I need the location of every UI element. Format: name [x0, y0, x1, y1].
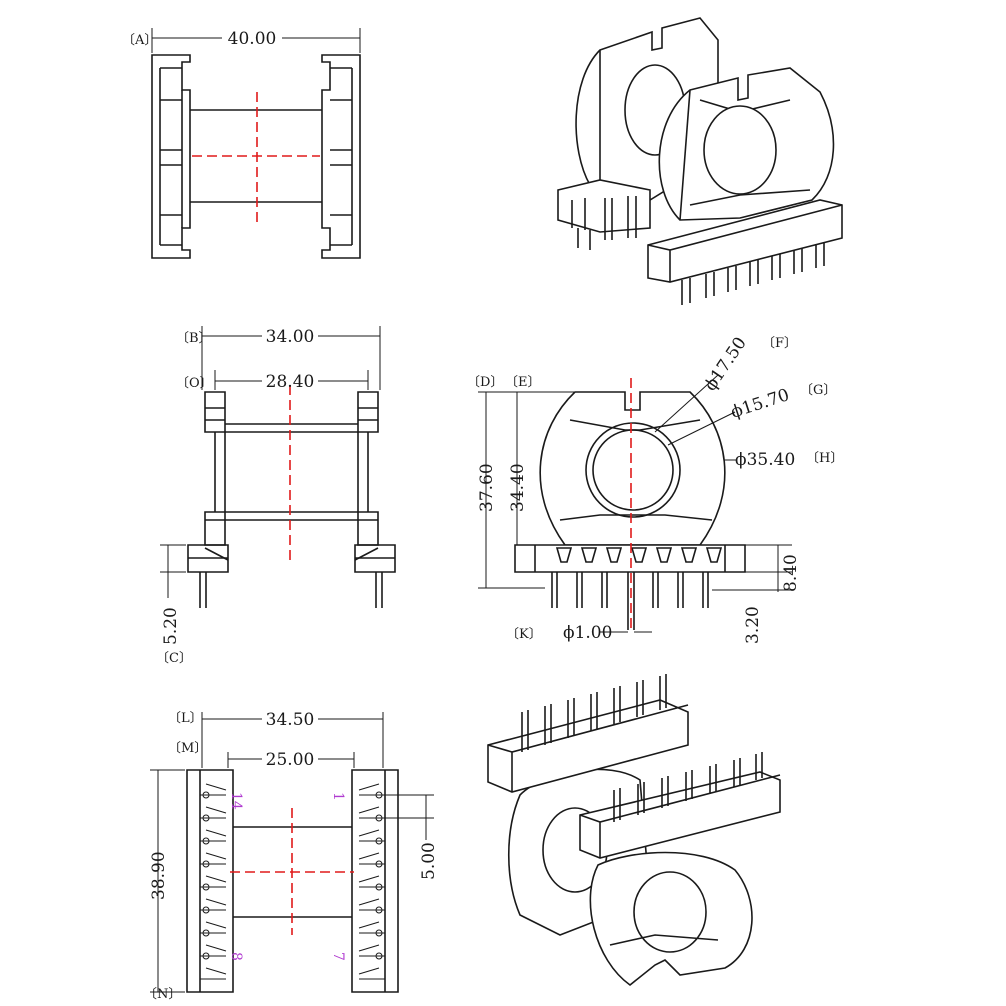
dim-a: 40.00 — [228, 29, 277, 49]
isometric-view-bottom — [487, 674, 781, 987]
pin-label-8: 8 — [228, 952, 244, 961]
pin-label-1: 1 — [330, 792, 346, 801]
tag-c: 〔C〕 — [156, 651, 192, 666]
pin-cells-left — [200, 783, 227, 980]
dim-l: 34.50 — [266, 710, 315, 730]
dim-pin-h: 8.40 — [781, 554, 801, 592]
tag-b: 〔B〕 — [176, 331, 212, 346]
dim-m: 25.00 — [266, 750, 315, 770]
dim-d: 37.60 — [477, 463, 497, 512]
dim-o: 28.40 — [266, 372, 315, 392]
dim-c: 5.20 — [161, 607, 181, 645]
dim-pitch: 5.00 — [419, 842, 439, 880]
tag-e: 〔E〕 — [505, 375, 541, 390]
dim-g: ϕ15.70 — [728, 385, 791, 423]
dim-n: 38.90 — [149, 851, 169, 900]
tag-g: 〔G〕 — [800, 383, 836, 398]
dim-pin-l: 3.20 — [743, 606, 763, 644]
pin-label-14: 14 — [228, 792, 244, 810]
tag-f: 〔F〕 — [762, 336, 797, 351]
dim-b: 34.00 — [266, 327, 315, 347]
dim-e: 34.40 — [508, 463, 528, 512]
front-view-middle: 34.00 〔B〕 28.40 〔O〕 5.20 〔C〕 — [156, 326, 396, 666]
end-view-middle: 37.60 〔D〕 34.40 〔E〕 ϕ17.50 〔F〕 ϕ15.70 〔G… — [467, 334, 843, 644]
tag-m: 〔M〕 — [168, 741, 207, 756]
tag-o: 〔O〕 — [176, 376, 213, 391]
tag-k: 〔K〕 — [506, 627, 542, 642]
pin-cells-right — [358, 783, 385, 980]
dim-f: ϕ17.50 — [701, 334, 751, 395]
bottom-view: 14 1 8 7 34.50 〔L〕 25.00 〔M〕 38.90 〔N〕 5… — [144, 710, 439, 1002]
pin-label-7: 7 — [330, 952, 346, 961]
tag-l: 〔L〕 — [168, 711, 203, 726]
tag-h: 〔H〕 — [806, 451, 843, 466]
isometric-view-top — [557, 17, 843, 305]
tag-d: 〔D〕 — [467, 375, 503, 390]
tag-a: 〔A〕 — [122, 33, 157, 48]
side-view-top: 40.00 〔A〕 — [122, 28, 361, 259]
dim-h: ϕ35.40 — [735, 450, 795, 470]
tag-n: 〔N〕 — [144, 987, 181, 1002]
dim-k: ϕ1.00 — [563, 623, 612, 643]
